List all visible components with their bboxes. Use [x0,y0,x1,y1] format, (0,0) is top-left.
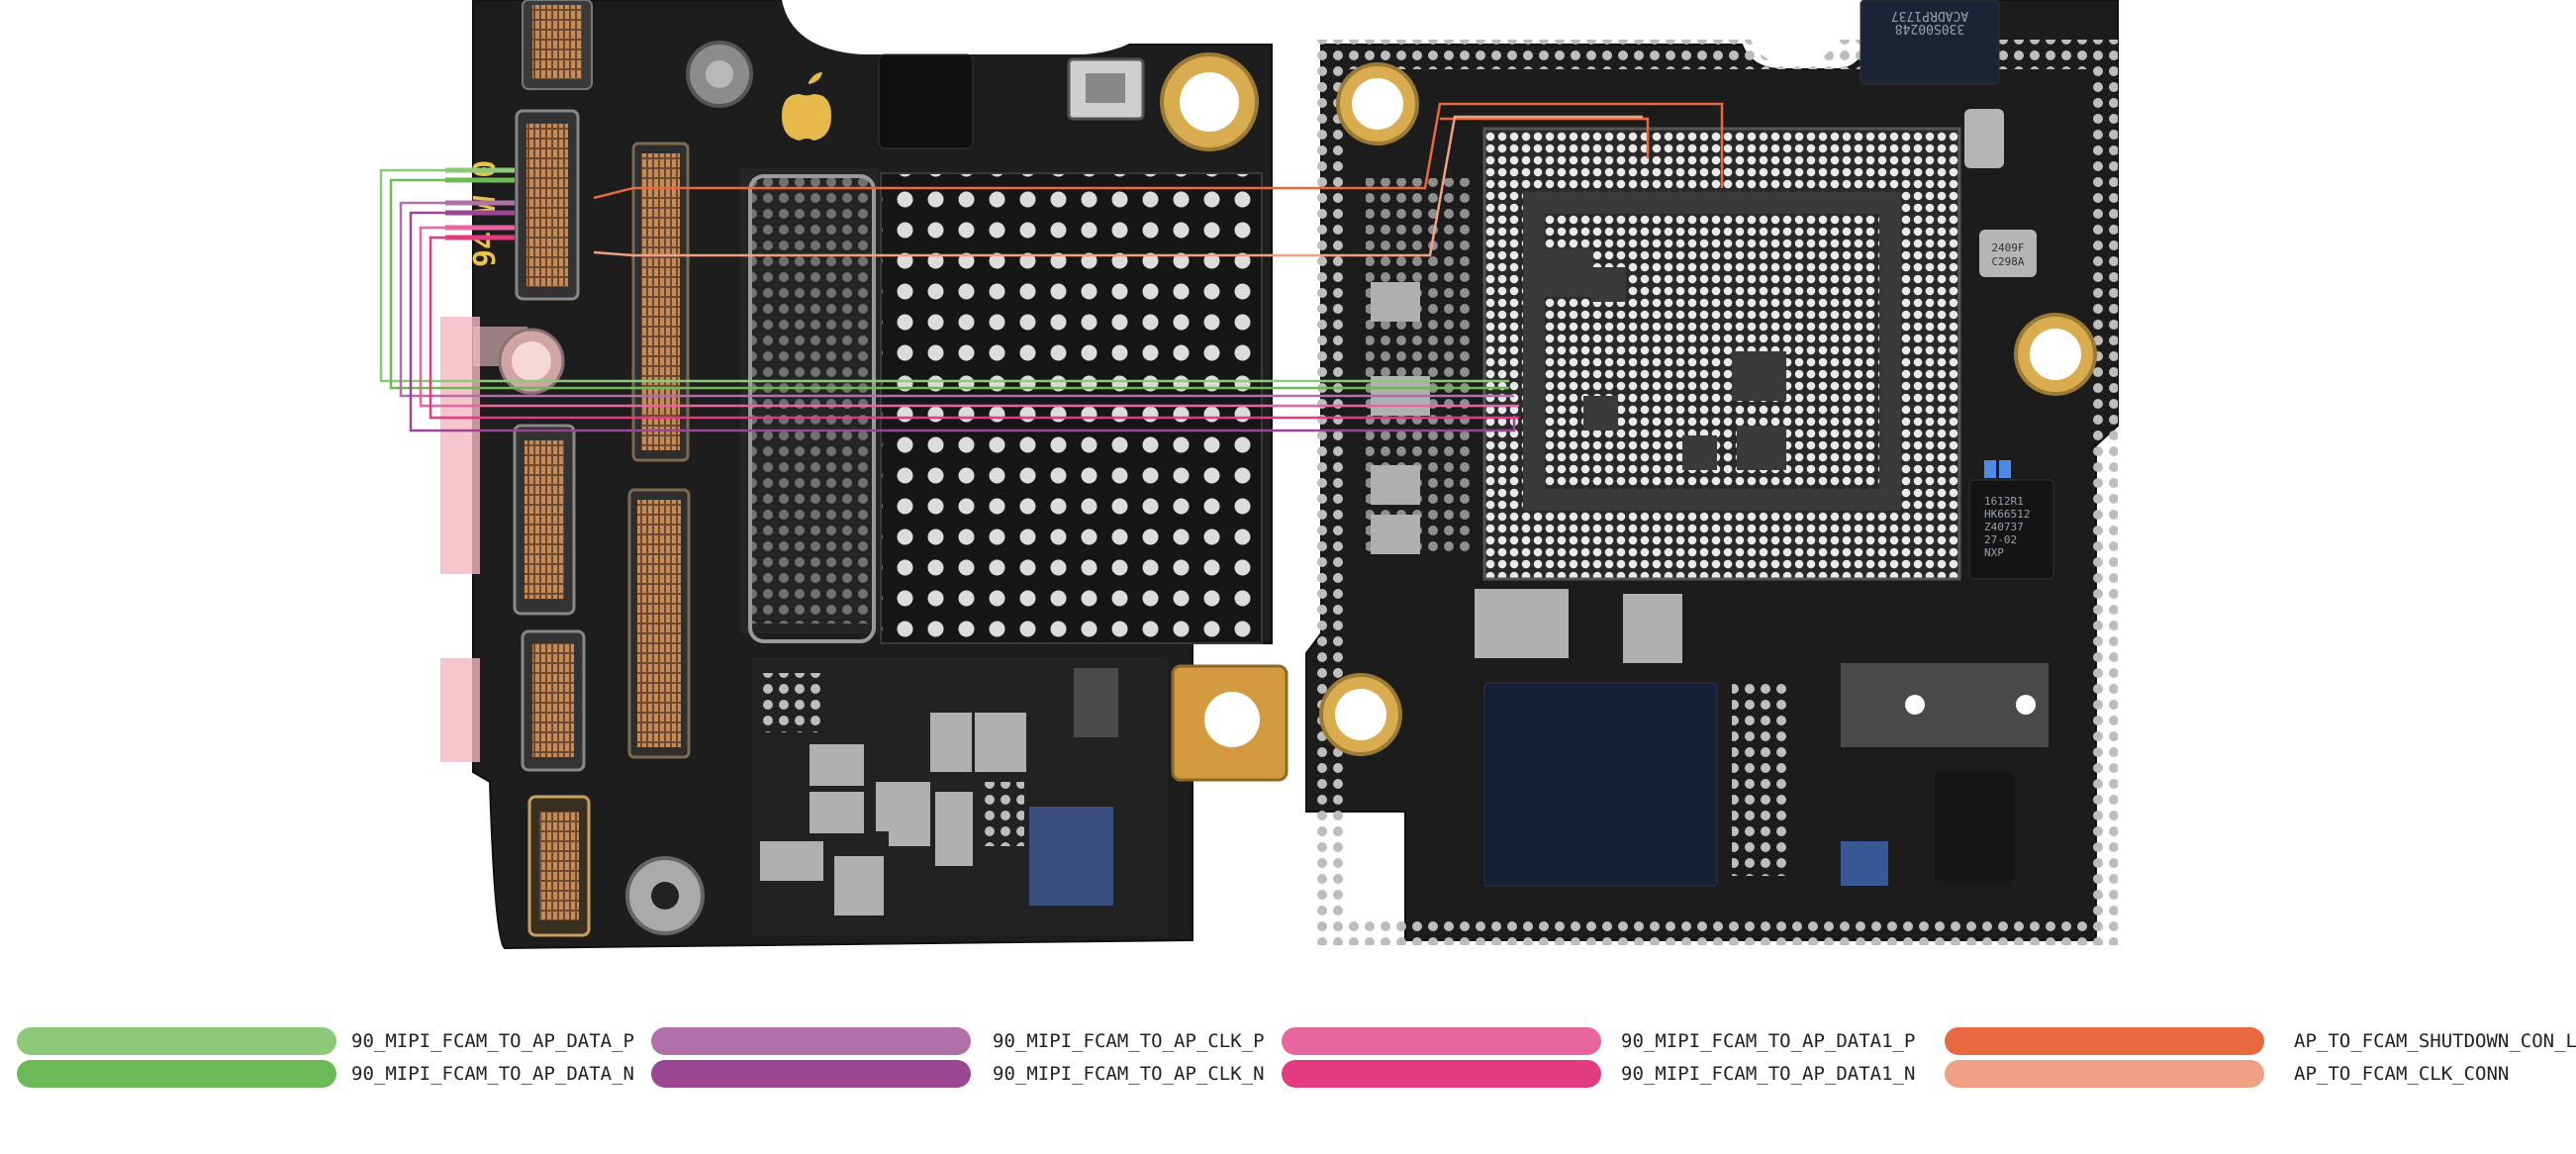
chip-right-line-2: HK66512 [1984,508,2030,521]
legend-label-clk-p: 90_MIPI_FCAM_TO_AP_CLK_P [993,1030,1265,1052]
trace-clk-conn [593,115,1643,257]
chip-right-line-4: 27-02 [1984,533,2017,546]
chip-top-line-2: ACADRP1737 [1891,8,1968,23]
legend-label-shutdown: AP_TO_FCAM_SHUTDOWN_CON_L [2294,1030,2576,1052]
legend-swatch-data-n [17,1060,336,1088]
chip-top-line-1: 330S00248 [1895,21,1964,36]
legend-label-clk-conn: AP_TO_FCAM_CLK_CONN [2294,1063,2510,1085]
small-chip-line-2: C298A [1991,255,2024,268]
right-logic-board: 330S00248 ACADRP1737 2409F C298A 1612R1 … [1305,0,2119,945]
legend-swatch-data-p [17,1027,336,1055]
legend-label-data1-n: 90_MIPI_FCAM_TO_AP_DATA1_N [1621,1063,1916,1085]
legend-swatch-clk-conn [1945,1060,2264,1088]
small-chip-line-1: 2409F [1991,241,2024,254]
legend-label-clk-n: 90_MIPI_FCAM_TO_AP_CLK_N [993,1063,1265,1085]
legend-swatch-shutdown [1945,1027,2264,1055]
trace-shutdown [593,102,1724,200]
legend-label-data-n: 90_MIPI_FCAM_TO_AP_DATA_N [351,1063,634,1085]
signal-traces [379,102,1724,433]
legend-label-data-p: 90_MIPI_FCAM_TO_AP_DATA_P [351,1030,634,1052]
chip-right-line-1: 1612R1 [1984,495,2024,508]
chip-right-line-5: NXP [1984,546,2004,559]
trace-data-p [379,168,1509,383]
legend-swatch-clk-p [651,1027,971,1055]
legend-swatch-clk-n [651,1060,971,1088]
legend-swatch-data1-n [1282,1060,1601,1088]
pcb-diagram: 94 W 0 [379,0,2119,950]
legend-swatch-data1-p [1282,1027,1601,1055]
chip-right-line-3: Z40737 [1984,521,2024,533]
legend-label-data1-p: 90_MIPI_FCAM_TO_AP_DATA1_P [1621,1030,1916,1052]
left-logic-board: 94 W 0 [440,0,1288,950]
